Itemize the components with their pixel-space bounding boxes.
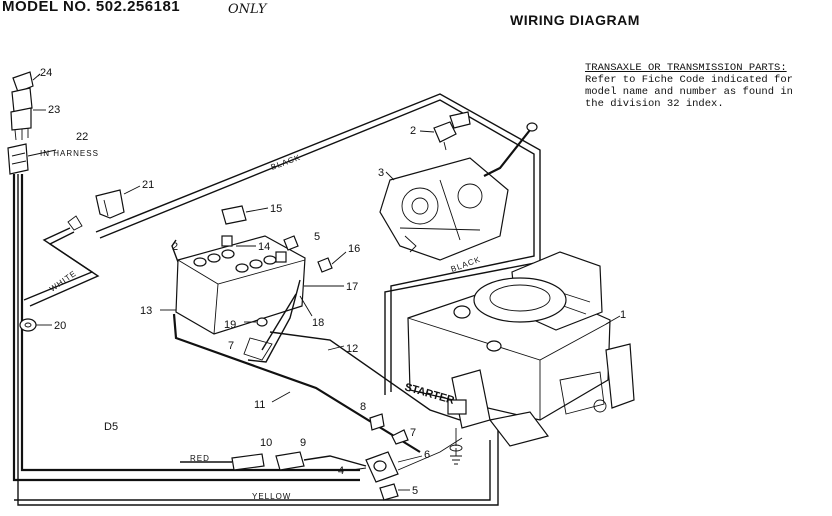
callout-17: 17: [346, 281, 358, 293]
engine: [407, 251, 635, 447]
callout-21: 21: [142, 179, 154, 191]
label-white: WHITE: [48, 269, 78, 294]
callout-19: 19: [224, 319, 236, 331]
callout-2b: 2: [172, 241, 178, 253]
note-line-3: the division 32 index.: [585, 98, 724, 110]
starter-solenoid: [365, 437, 463, 501]
callout-4: 4: [338, 465, 344, 477]
transaxle: [379, 122, 538, 261]
ignition-key-switch: [10, 71, 46, 141]
terminal-cover: [221, 205, 247, 225]
callout-2: 2: [410, 125, 416, 137]
callout-7b: 7: [410, 427, 416, 439]
starter-motor: [447, 369, 491, 465]
callout-22: 22: [76, 131, 88, 143]
grommet: [19, 318, 52, 332]
callout-11: 11: [254, 399, 265, 411]
transaxle-switch: [433, 111, 471, 151]
battery: [175, 235, 306, 335]
d5-mark: D5: [104, 421, 118, 433]
note-line-2: model name and number as found in: [585, 86, 793, 98]
model-number: MODEL NO. 502.256181: [2, 0, 181, 15]
diagram-title: WIRING DIAGRAM: [510, 12, 640, 28]
note-line-1: Refer to Fiche Code indicated for: [585, 74, 793, 86]
callout-20: 20: [54, 320, 66, 332]
callout-16: 16: [348, 243, 360, 255]
harness-connector: [7, 143, 57, 175]
callout-9: 9: [300, 437, 306, 449]
callout-14: 14: [258, 241, 270, 253]
safety-switch: [95, 185, 141, 219]
callout-6: 6: [424, 449, 430, 461]
only-handwritten: ONLY: [228, 2, 267, 17]
fuse-holder: [275, 451, 305, 471]
callout-15: 15: [270, 203, 282, 215]
callout-5a: 5: [314, 231, 320, 243]
fuse: [231, 453, 265, 471]
terminal-clip: [391, 429, 409, 445]
callout-18: 18: [312, 317, 324, 329]
callout-12: 12: [346, 343, 358, 355]
callout-1: 1: [620, 309, 626, 321]
label-yellow: YELLOW: [252, 492, 291, 501]
callout-10: 10: [260, 437, 272, 449]
callout-3: 3: [378, 167, 384, 179]
label-in-harness: IN HARNESS: [40, 149, 99, 158]
callout-24: 24: [40, 67, 52, 79]
label-red: RED: [190, 454, 210, 463]
callout-5b: 5: [412, 485, 418, 497]
note-heading: TRANSAXLE OR TRANSMISSION PARTS:: [585, 62, 787, 74]
callout-8: 8: [360, 401, 366, 413]
callout-23: 23: [48, 104, 60, 116]
transaxle-note: TRANSAXLE OR TRANSMISSION PARTS: Refer t…: [585, 62, 825, 110]
cable-boot: [369, 413, 385, 431]
callout-7a: 7: [228, 340, 234, 352]
callout-13: 13: [140, 305, 152, 317]
